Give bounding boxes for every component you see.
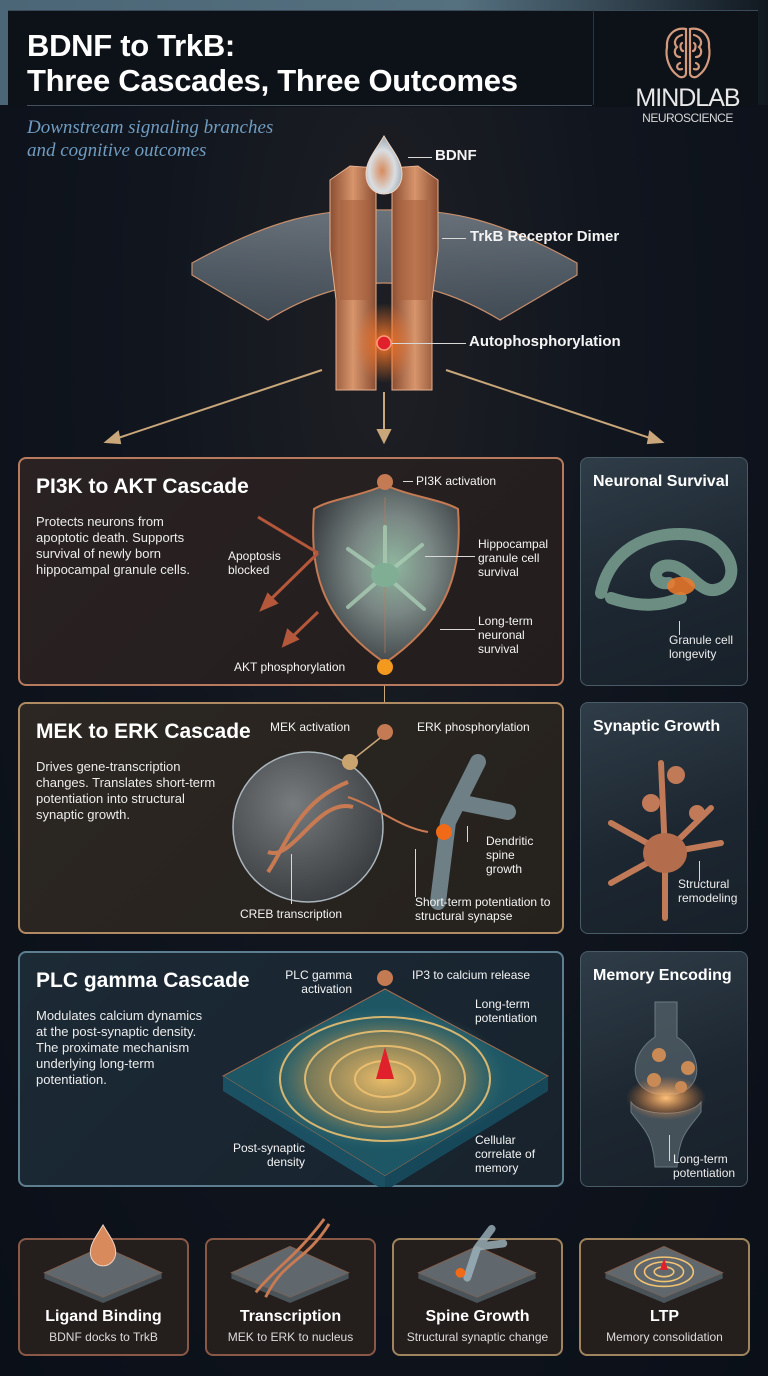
leader <box>699 861 700 881</box>
psd-label: Post-synaptic density <box>232 1141 305 1169</box>
outcome-neuronal-survival: Neuronal Survival Granule cell longevity <box>580 457 748 686</box>
panel-description: Modulates calcium dynamics at the post-s… <box>36 1008 203 1087</box>
erk-phosphorylation-label: ERK phosphorylation <box>417 720 530 734</box>
panel-title: MEK to ERK Cascade <box>36 720 251 743</box>
synapse-icon <box>626 1001 706 1168</box>
bdnf-leader <box>408 157 432 158</box>
outcome-title: Neuronal Survival <box>593 473 730 490</box>
outcome-caption: Long-term potentiation <box>673 1152 736 1180</box>
tile-subtitle: MEK to ERK to nucleus <box>227 1330 354 1344</box>
leader <box>415 849 416 897</box>
apoptosis-blocked-label: Apoptosis blocked <box>228 549 281 577</box>
panel-pi3k-akt: PI3K to AKT Cascade Protects neurons fro… <box>18 457 564 686</box>
panel-description: Drives gene-transcription changes. Trans… <box>36 759 216 822</box>
leader <box>403 481 413 482</box>
title-line-1: BDNF to TrkB: <box>27 28 235 63</box>
dna-platform-icon <box>230 1218 350 1304</box>
leader <box>467 826 468 842</box>
header-divider <box>593 10 594 105</box>
creb-transcription-label: CREB transcription <box>240 907 343 921</box>
nucleus-dna-spine-icon <box>232 724 516 910</box>
tile-subtitle: BDNF docks to TrkB <box>49 1330 158 1344</box>
shield-neuron-icon <box>257 474 460 675</box>
tile-title: LTP <box>649 1308 680 1325</box>
logo-name: MINDLAB <box>635 84 740 112</box>
page-subtitle: Downstream signaling branches and cognit… <box>27 116 273 162</box>
panel-mek-erk: MEK to ERK Cascade Drives gene-transcrip… <box>18 702 564 934</box>
panel-title: PI3K to AKT Cascade <box>36 475 249 498</box>
bdnf-label: BDNF <box>435 147 477 164</box>
droplet-platform-icon <box>43 1223 163 1304</box>
panel-title: PLC gamma Cascade <box>36 969 250 992</box>
panel-description: Protects neurons from apoptotic death. S… <box>36 514 190 577</box>
tile-title: Transcription <box>239 1308 342 1325</box>
tile-spine-growth: Spine Growth Structural synaptic change <box>392 1224 563 1356</box>
mek-activation-label: MEK activation <box>270 720 351 734</box>
ltp-label: Long-term potentiation <box>475 997 538 1025</box>
ripple-platform-icon <box>604 1245 724 1304</box>
spine-platform-icon <box>417 1224 537 1304</box>
plc-activation-label: PLC gamma activation <box>285 968 352 996</box>
outcome-title: Synaptic Growth <box>593 718 721 735</box>
subtitle-line-1: Downstream signaling branches <box>27 117 274 138</box>
receptor-label: TrkB Receptor Dimer <box>470 228 620 245</box>
autophos-leader <box>392 343 466 344</box>
tile-ltp: LTP Memory consolidation <box>579 1238 750 1356</box>
brain-icon <box>664 27 711 79</box>
tile-title: Ligand Binding <box>45 1308 162 1325</box>
subtitle-line-2: and cognitive outcomes <box>27 140 207 161</box>
autophosphorylation-label: Autophosphorylation <box>469 333 621 350</box>
tile-title: Spine Growth <box>425 1308 530 1325</box>
outcome-caption: Structural remodeling <box>678 877 738 905</box>
outcome-caption: Granule cell longevity <box>669 633 734 661</box>
granule-survival-label: Hippocampal granule cell survival <box>478 537 549 579</box>
outcome-title: Memory Encoding <box>593 967 732 984</box>
cellular-correlate-label: Cellular correlate of memory <box>475 1133 536 1175</box>
leader <box>425 556 475 557</box>
leader <box>291 854 292 904</box>
pi3k-activation-label: PI3K activation <box>416 474 497 488</box>
header <box>8 10 758 107</box>
title-line-2: Three Cascades, Three Outcomes <box>27 63 518 98</box>
long-term-survival-label: Long-term neuronal survival <box>478 614 533 656</box>
outcome-memory-encoding: Memory Encoding Long-term potentiation <box>580 951 748 1187</box>
dendritic-spine-label: Dendritic spine growth <box>486 834 534 876</box>
receptor-illustration: BDNF TrkB Receptor Dimer Autophosphoryla… <box>0 130 768 450</box>
lattice-ripple-icon <box>221 970 550 1187</box>
receptor-leader <box>442 238 466 239</box>
tile-transcription: Transcription MEK to ERK to nucleus <box>205 1218 376 1356</box>
cascade-connector <box>384 686 385 702</box>
tile-subtitle: Structural synaptic change <box>406 1330 549 1344</box>
ip3-calcium-label: IP3 to calcium release <box>412 968 531 982</box>
akt-phosphorylation-label: AKT phosphorylation <box>234 660 346 674</box>
leader <box>679 621 680 635</box>
tile-subtitle: Memory consolidation <box>606 1330 723 1344</box>
logo-tagline: NEUROSCIENCE <box>642 111 733 125</box>
tile-ligand-binding: Ligand Binding BDNF docks to TrkB <box>18 1223 189 1356</box>
leader <box>669 1135 670 1161</box>
stp-to-structural-label: Short-term potentiation to structural sy… <box>415 895 551 923</box>
trkb-receptor-icon <box>103 134 665 445</box>
outcome-synaptic-growth: Synaptic Growth Structural remodeling <box>580 702 748 934</box>
logo: MINDLAB NEUROSCIENCE <box>630 25 745 125</box>
neuron-icon <box>608 760 724 921</box>
page-title: BDNF to TrkB: Three Cascades, Three Outc… <box>27 28 518 98</box>
title-divider <box>27 105 592 106</box>
panel-plc-gamma: PLC gamma Cascade Modulates calcium dyna… <box>18 951 564 1187</box>
leader <box>440 629 475 630</box>
hippocampus-icon <box>595 527 738 611</box>
